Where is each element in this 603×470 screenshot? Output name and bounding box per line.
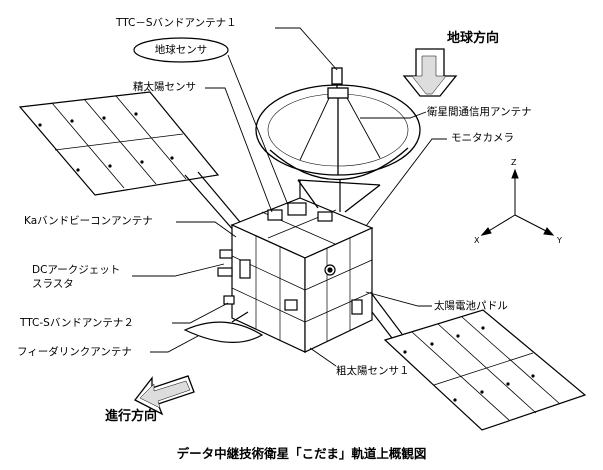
inter-satellite-dish bbox=[255, 67, 421, 213]
label-inter-satellite-antenna: 衛星間通信用アンテナ bbox=[427, 106, 532, 118]
satellite-body bbox=[217, 180, 374, 353]
left-solar-paddle bbox=[18, 91, 246, 233]
label-dc-arcjet-line2: スラスタ bbox=[32, 278, 74, 290]
axis-label-y: Y bbox=[557, 236, 562, 245]
label-ttc-s-band-antenna-1: TTC－Sバンドアンテナ１ bbox=[116, 17, 237, 29]
label-travel-direction: 進行方向 bbox=[105, 409, 158, 424]
earth-direction-arrow bbox=[402, 48, 458, 97]
leader-lines bbox=[132, 27, 447, 367]
label-ka-band-beacon-antenna: Kaバンドビーコンアンテナ bbox=[24, 215, 153, 227]
label-coarse-sun-sensor-1: 粗太陽センサ１ bbox=[336, 365, 410, 377]
feeder-link-dish bbox=[183, 311, 264, 343]
label-monitor-camera: モニタカメラ bbox=[451, 132, 514, 144]
label-fine-sun-sensor: 精太陽センサ bbox=[133, 81, 196, 93]
travel-direction-arrow bbox=[134, 375, 195, 416]
axis-label-x: X bbox=[474, 236, 480, 245]
earth-sensor-callout bbox=[133, 37, 229, 63]
label-solar-paddle: 太陽電池パドル bbox=[434, 300, 508, 312]
right-solar-paddle bbox=[354, 285, 587, 431]
coordinate-axes bbox=[480, 168, 555, 236]
label-dc-arcjet-line1: DCアークジェット bbox=[32, 264, 121, 276]
label-earth-sensor: 地球センサ bbox=[154, 44, 208, 56]
axis-label-z: Z bbox=[511, 158, 517, 167]
label-feeder-link-antenna: フィーダリンクアンテナ bbox=[17, 346, 132, 358]
label-ttc-s-band-antenna-2: TTC-Sバンドアンテナ２ bbox=[20, 317, 134, 329]
diagram-caption: データ中継技術衛星「こだま」軌道上概観図 bbox=[176, 446, 427, 461]
label-earth-direction: 地球方向 bbox=[447, 31, 500, 46]
